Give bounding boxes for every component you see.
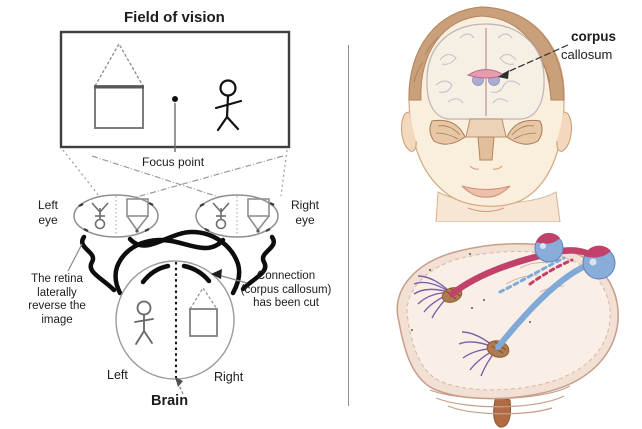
retina-note: The retina laterally reverse the image bbox=[28, 273, 86, 326]
brain-person-icon bbox=[134, 300, 154, 345]
panel-divider bbox=[348, 45, 349, 406]
vision-pathway-diagram bbox=[59, 30, 291, 395]
head-illustration bbox=[401, 6, 572, 222]
diagram-title: Field of vision bbox=[124, 9, 225, 26]
retina-note-leader bbox=[67, 243, 83, 272]
lower-folds bbox=[429, 385, 571, 415]
brainstem bbox=[465, 118, 507, 138]
sight-lines bbox=[62, 149, 288, 201]
optic-nerves bbox=[80, 229, 276, 296]
corpus-label-bold: corpus bbox=[571, 29, 617, 44]
texture-flecks bbox=[411, 253, 531, 331]
brain-left-label: Left bbox=[107, 368, 128, 382]
right-eye-diagram bbox=[195, 194, 279, 238]
eye-edge-ticks bbox=[199, 202, 275, 232]
connection-arrow bbox=[211, 269, 248, 284]
stalk bbox=[493, 395, 511, 428]
brain-caption-arrow bbox=[175, 377, 184, 395]
eye-edge-ticks bbox=[78, 202, 154, 232]
right-eye-label: Right eye bbox=[290, 198, 319, 227]
person-icon bbox=[214, 79, 243, 132]
eye-spheres bbox=[534, 232, 616, 280]
focus-point-label: Focus point bbox=[142, 155, 205, 169]
corpus-label-arrow bbox=[498, 44, 569, 79]
inverted-person-icon bbox=[91, 202, 109, 230]
connection-note: Connection (corpus callosum) has been cu… bbox=[240, 270, 332, 309]
cerebellum-folds bbox=[435, 125, 537, 140]
focus-point-dot bbox=[172, 96, 178, 102]
inverted-person-icon bbox=[212, 202, 230, 230]
brain-right-label: Right bbox=[214, 370, 244, 384]
gyri-lines bbox=[435, 33, 521, 104]
left-eye-diagram bbox=[73, 194, 159, 238]
stem bbox=[477, 136, 495, 161]
corpus-label-regular: callosum bbox=[561, 47, 613, 62]
scalp-rim bbox=[408, 6, 565, 101]
face-features bbox=[461, 165, 511, 213]
brain-house-icon bbox=[189, 286, 218, 337]
corpus-callosum-highlight bbox=[466, 69, 506, 86]
house-icon bbox=[94, 42, 144, 129]
ears bbox=[401, 111, 572, 152]
left-eye-label: Left eye bbox=[37, 198, 58, 227]
brain-caption: Brain bbox=[151, 393, 189, 409]
visual-pathway-illustration bbox=[396, 232, 619, 428]
corpus-callosum-cut bbox=[140, 263, 212, 285]
